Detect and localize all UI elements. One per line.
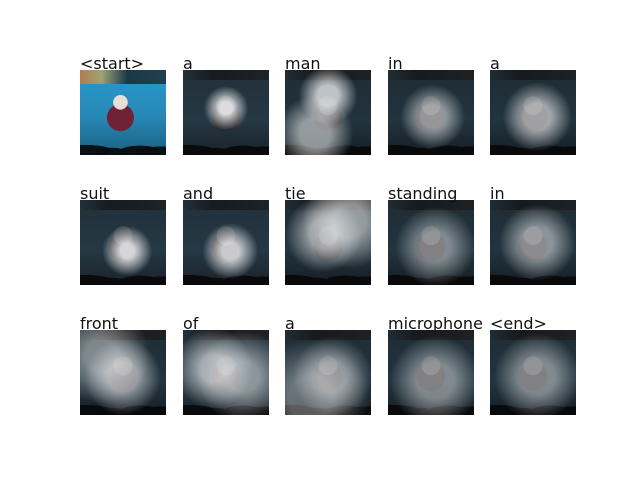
tile-tie: tie xyxy=(285,185,371,285)
top-bar xyxy=(183,70,269,80)
top-bar xyxy=(285,330,371,340)
token-label: a xyxy=(285,314,295,333)
audience-heads xyxy=(490,263,576,285)
attention-image xyxy=(183,330,269,415)
audience-heads xyxy=(285,393,371,415)
audience-heads xyxy=(80,133,166,155)
attention-image xyxy=(285,200,371,285)
token-label: in xyxy=(388,54,403,73)
top-bar xyxy=(388,330,474,340)
attention-image xyxy=(490,200,576,285)
audience-heads xyxy=(183,263,269,285)
audience-heads xyxy=(80,263,166,285)
top-bar xyxy=(490,70,576,80)
tile-of: of xyxy=(183,315,269,415)
token-label: suit xyxy=(80,184,110,203)
attention-image xyxy=(183,200,269,285)
tile-microphone: microphone xyxy=(388,315,483,415)
tile-front: front xyxy=(80,315,166,415)
token-label: a xyxy=(183,54,193,73)
audience-heads xyxy=(80,393,166,415)
tile-suit: suit xyxy=(80,185,166,285)
attention-image xyxy=(285,330,371,415)
attention-image xyxy=(80,330,166,415)
tile-a-3: a xyxy=(285,315,371,415)
audience-heads xyxy=(183,133,269,155)
attention-image xyxy=(490,330,576,415)
token-label: tie xyxy=(285,184,306,203)
audience-heads xyxy=(388,393,474,415)
attention-image xyxy=(285,70,371,155)
tile-in-2: in xyxy=(490,185,576,285)
token-label: microphone xyxy=(388,314,483,333)
attention-image xyxy=(80,200,166,285)
token-label: front xyxy=(80,314,119,333)
tile-in-1: in xyxy=(388,55,474,155)
audience-heads xyxy=(388,133,474,155)
tile-start: <start> xyxy=(80,55,166,155)
attention-image xyxy=(183,70,269,155)
tile-and: and xyxy=(183,185,269,285)
attention-image xyxy=(388,200,474,285)
audience-heads xyxy=(285,263,371,285)
token-label: <end> xyxy=(490,314,547,333)
original-image xyxy=(80,70,166,155)
audience-heads xyxy=(183,393,269,415)
audience-heads xyxy=(490,393,576,415)
tile-end: <end> xyxy=(490,315,576,415)
token-label: standing xyxy=(388,184,458,203)
token-label: man xyxy=(285,54,321,73)
audience-heads xyxy=(490,133,576,155)
token-label: of xyxy=(183,314,199,333)
audience-heads xyxy=(388,263,474,285)
audience-heads xyxy=(285,133,371,155)
token-label: in xyxy=(490,184,505,203)
tile-man: man xyxy=(285,55,371,155)
tile-standing: standing xyxy=(388,185,474,285)
tile-a-2: a xyxy=(490,55,576,155)
top-bar xyxy=(80,70,166,84)
top-bar xyxy=(490,330,576,340)
top-bar xyxy=(490,200,576,210)
token-label: <start> xyxy=(80,54,145,73)
top-bar xyxy=(388,200,474,210)
attention-image xyxy=(388,330,474,415)
token-label: a xyxy=(490,54,500,73)
attention-image xyxy=(388,70,474,155)
attention-image xyxy=(490,70,576,155)
token-label: and xyxy=(183,184,214,203)
tile-a-1: a xyxy=(183,55,269,155)
